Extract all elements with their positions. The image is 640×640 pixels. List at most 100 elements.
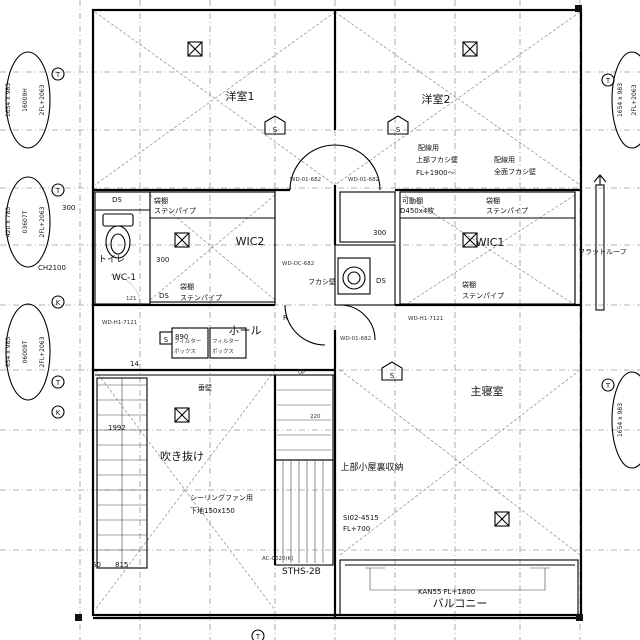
svg-text:FL+1900～: FL+1900～ [416, 169, 455, 177]
marker-r-icon: R [283, 314, 288, 322]
svg-text:2FL+2063: 2FL+2063 [631, 84, 638, 115]
svg-text:ステンパイプ: ステンパイプ [462, 292, 504, 300]
room-western1: 洋室1 [226, 89, 255, 103]
window-tags: 1654 x 983 16009H 2FL+2063 420 x 783 036… [5, 51, 640, 469]
room-balcony: バルコニー [433, 597, 488, 610]
svg-text:654 x 983: 654 x 983 [5, 337, 12, 367]
svg-text:T: T [605, 382, 611, 390]
svg-text:220: 220 [310, 414, 321, 420]
svg-text:ボックス: ボックス [174, 347, 196, 355]
light-fixtures [174, 41, 510, 527]
window-tag-left-mid: 420 x 783 03607T 2FL+2063 [5, 176, 51, 268]
switch-markers: S S S S [159, 115, 409, 381]
ceiling-diagonals [94, 11, 581, 611]
switch-icon: S [264, 115, 286, 135]
right-stair-treads [277, 389, 331, 563]
dimensions: 300 300 300 121 890 14 1992 50 815 220 [62, 204, 386, 569]
svg-text:配線用: 配線用 [494, 155, 515, 164]
door-swings [109, 144, 381, 346]
svg-text:シーリングファン用: シーリングファン用 [190, 493, 253, 502]
svg-text:袋棚: 袋棚 [462, 280, 476, 289]
window-tag-left-bottom: 654 x 983 06009T 2FL+2063 [5, 303, 51, 401]
svg-text:300: 300 [156, 256, 169, 264]
svg-text:03607T: 03607T [22, 210, 29, 233]
light-fixture-icon [187, 41, 203, 57]
svg-text:WD-DC-682: WD-DC-682 [282, 261, 314, 267]
room-toilet: トイレ [98, 255, 125, 265]
frame-markers [75, 5, 583, 621]
svg-text:ステンパイプ: ステンパイプ [486, 207, 528, 215]
svg-text:16009H: 16009H [22, 88, 29, 112]
svg-text:WD-01-682: WD-01-682 [348, 177, 379, 183]
svg-text:1654 x 983: 1654 x 983 [617, 403, 624, 437]
marker-k-icon: K [51, 405, 65, 419]
walls [91, 8, 583, 620]
svg-text:2FL+2063: 2FL+2063 [39, 206, 46, 237]
marker-k-icon: K [51, 295, 65, 309]
svg-text:WD-H1-7121: WD-H1-7121 [102, 320, 137, 326]
window-tag-right-top: 1654 x 983 2FL+2063 [611, 51, 640, 149]
svg-text:1654 x 983: 1654 x 983 [617, 83, 624, 117]
svg-text:300: 300 [62, 204, 75, 212]
room-attic: 上部小屋裏収納 [340, 461, 403, 473]
svg-text:AC-0020(K): AC-0020(K) [262, 556, 293, 562]
svg-text:DS: DS [376, 277, 386, 285]
svg-text:FL+700: FL+700 [343, 525, 370, 533]
svg-text:50: 50 [92, 561, 101, 569]
marker-t-icon: T [51, 183, 65, 197]
light-fixture-icon [174, 407, 190, 423]
marker-t-icon: T [601, 73, 615, 87]
svg-text:フラットルーフ: フラットルーフ [578, 248, 627, 256]
svg-text:S: S [164, 336, 169, 344]
balcony-detail [365, 567, 550, 591]
svg-text:フィルター: フィルター [212, 337, 239, 345]
toilet-fixture [102, 213, 134, 259]
svg-text:WD-01-682: WD-01-682 [340, 336, 371, 342]
svg-text:T: T [55, 379, 61, 387]
light-fixture-icon [174, 232, 190, 248]
svg-text:UP: UP [298, 370, 306, 376]
svg-text:D450x4枚: D450x4枚 [400, 206, 434, 215]
svg-text:T: T [55, 71, 61, 79]
marker-t-icon: T [51, 67, 65, 81]
svg-text:DS: DS [159, 292, 169, 300]
room-western2: 洋室2 [422, 92, 451, 106]
svg-text:ボックス: ボックス [212, 347, 234, 355]
svg-text:下地150x150: 下地150x150 [190, 506, 235, 515]
svg-text:K: K [56, 409, 61, 417]
room-labels: 洋室1 洋室2 WIC2 WIC1 ホール 主寝室 吹き抜け トイレ WC-1 … [98, 89, 504, 610]
light-fixture-icon [462, 232, 478, 248]
svg-text:袋棚: 袋棚 [486, 196, 500, 205]
room-master: 主寝室 [471, 384, 504, 398]
svg-text:815: 815 [115, 561, 128, 569]
svg-text:CH2100: CH2100 [38, 264, 66, 272]
svg-text:ステンパイプ: ステンパイプ [180, 294, 222, 302]
svg-text:STHS-2B: STHS-2B [282, 567, 321, 577]
marker-t-icon: T [251, 629, 265, 640]
svg-text:890: 890 [175, 333, 188, 341]
svg-text:WD-01-682: WD-01-682 [290, 177, 321, 183]
svg-text:S: S [390, 372, 395, 380]
svg-text:袋棚: 袋棚 [154, 196, 168, 205]
room-wc: WC-1 [112, 273, 136, 283]
svg-text:S: S [396, 126, 401, 134]
equipment-circle [337, 257, 371, 295]
window-tag-left-top: 1654 x 983 16009H 2FL+2063 [5, 51, 51, 149]
svg-text:121: 121 [126, 296, 137, 302]
svg-text:配線用: 配線用 [418, 143, 439, 152]
svg-text:SI02-4515: SI02-4515 [343, 514, 379, 522]
svg-text:可動棚: 可動棚 [402, 196, 423, 205]
room-hall: ホール [229, 324, 262, 337]
svg-text:DS: DS [112, 196, 122, 204]
switch-icon: S [381, 361, 403, 381]
svg-text:06009T: 06009T [22, 340, 29, 363]
svg-text:1992: 1992 [108, 424, 126, 432]
switch-icon: S [387, 115, 409, 135]
svg-text:T: T [255, 633, 261, 640]
circle-markers: T T T T T T K K R [51, 67, 615, 640]
light-fixture-icon [462, 41, 478, 57]
svg-text:1654 x 983: 1654 x 983 [5, 83, 12, 117]
storage-labels: 袋棚 ステンパイプ 袋棚 ステンパイプ 袋棚 ステンパイプ 袋棚 ステンパイプ … [154, 196, 528, 302]
svg-text:T: T [55, 187, 61, 195]
